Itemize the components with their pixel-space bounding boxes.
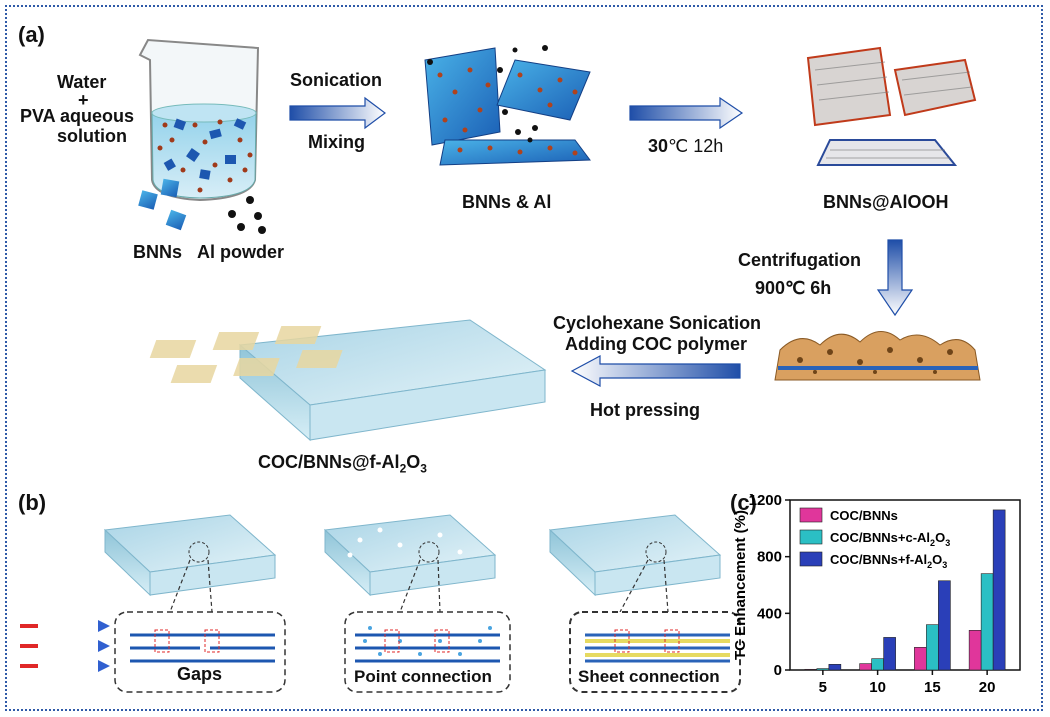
y-tick-label: 400 (757, 605, 782, 622)
y-tick-label: 1200 (749, 492, 782, 509)
block-gaps (103, 514, 277, 597)
label-sonication: Sonication (290, 70, 383, 90)
bar-2-5 (816, 668, 830, 671)
arrow-heating (629, 96, 744, 130)
legend-swatch-1 (799, 507, 823, 523)
y-tick-label: 0 (774, 662, 782, 679)
label-hot-pressing: Hot pressing (590, 400, 701, 420)
bar-3-5 (828, 664, 842, 671)
legend-label-2: COC/BNNs+c-Al2O3 (830, 530, 950, 548)
bar-3-20 (992, 509, 1006, 671)
bar-3-15 (938, 580, 951, 671)
label-centrifugation: Centrifugation (738, 250, 861, 270)
arrow-hot-pressing (570, 354, 741, 388)
block-point (323, 514, 497, 597)
panel-b-label: (b) (18, 490, 47, 515)
x-tick-label: 5 (819, 679, 827, 696)
figure-frame (5, 5, 1043, 711)
label-water: Water (57, 72, 107, 92)
chart-plot-area (789, 499, 1021, 671)
bnns-alooh-illustration (806, 46, 977, 166)
legend-swatch-2 (799, 529, 823, 545)
bar-1-15 (914, 647, 927, 671)
label-adding-coc: Adding COC polymer (565, 334, 748, 354)
point-lines (355, 633, 500, 663)
label-plus: + (78, 90, 89, 110)
label-bnns-al: BNNs & Al (462, 192, 552, 212)
label-gaps: Gaps (177, 664, 223, 684)
zoom-box-sheet (569, 611, 741, 693)
panel-a-label: (a) (18, 22, 45, 47)
bnns-al2o3-illustration (774, 331, 981, 381)
label-product: COC/BNNs@f-Al2O3 (258, 452, 427, 476)
y-axis-label: TC Enhancement (%) (732, 510, 749, 660)
heat-flow-arrows (20, 620, 110, 672)
sheet-lines (585, 633, 730, 663)
zoom-box-gaps (114, 611, 286, 693)
label-sheet-connection: Sheet connection (578, 667, 720, 686)
gaps-lines (130, 633, 275, 663)
label-temp1: 30℃ 12h (648, 136, 724, 156)
bar-1-5 (804, 668, 818, 671)
legend-swatch-3 (799, 551, 823, 567)
bar-1-10 (859, 663, 872, 671)
bnns-al-illustration (424, 45, 591, 166)
al-powder-icon (228, 196, 266, 234)
bnns-sheets-icon (138, 178, 187, 231)
bar-2-15 (926, 624, 939, 671)
composite-block-illustration (149, 319, 547, 442)
x-tick-label: 15 (924, 679, 941, 696)
label-pva-1: PVA aqueous (20, 106, 135, 126)
label-temp2: 900℃ 6h (755, 278, 832, 298)
bar-3-10 (883, 637, 896, 671)
label-bnns-alooh: BNNs@AlOOH (823, 192, 949, 212)
block-sheet (548, 514, 722, 597)
label-cyclohexane: Cyclohexane Sonication (553, 313, 762, 333)
zoom-box-point (344, 611, 511, 693)
label-mixing: Mixing (308, 132, 365, 152)
bar-1-20 (968, 630, 982, 671)
x-tick-label: 20 (979, 679, 996, 696)
label-point-connection: Point connection (354, 667, 492, 686)
x-tick-label: 10 (869, 679, 886, 696)
beaker-illustration (138, 38, 260, 202)
panel-c-label: (c) (730, 490, 757, 515)
legend-label-1: COC/BNNs (830, 508, 898, 523)
legend-label-3: COC/BNNs+f-Al2O3 (830, 552, 947, 570)
y-tick-label: 800 (757, 549, 782, 566)
arrow-sonication (289, 96, 386, 130)
label-pva-2: solution (57, 126, 127, 146)
bar-2-20 (980, 573, 994, 671)
zoom-lines (169, 559, 669, 613)
bar-2-10 (871, 658, 884, 671)
label-al-powder: Al powder (197, 242, 285, 262)
label-bnns: BNNs (133, 242, 183, 262)
arrow-centrifugation (876, 239, 914, 317)
